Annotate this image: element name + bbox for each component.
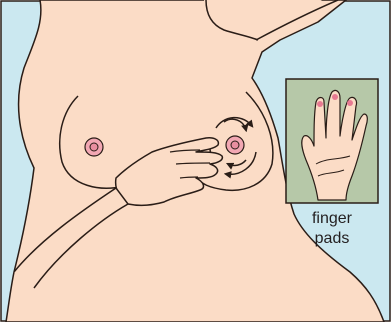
finger-pad-index xyxy=(317,101,323,107)
finger-pad-ring xyxy=(347,100,353,106)
finger-pad-middle xyxy=(332,94,338,100)
nipple-left xyxy=(90,143,98,151)
inset-label: finger pads xyxy=(286,209,378,249)
inset-label-line1: finger xyxy=(286,209,378,229)
nipple-right xyxy=(231,141,239,149)
inset-label-line2: pads xyxy=(286,229,378,249)
